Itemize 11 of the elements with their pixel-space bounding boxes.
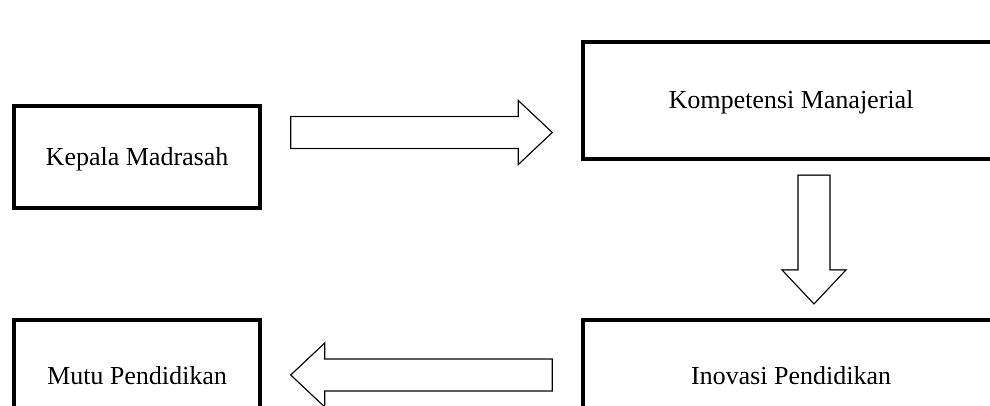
box-label: Kepala Madrasah: [46, 140, 228, 173]
process-box: [581, 318, 990, 406]
process-box: [12, 318, 262, 406]
box-label: Kompetensi Manajerial: [668, 84, 914, 116]
process-box: [12, 104, 262, 210]
block-arrow: [290, 342, 553, 406]
process-box: [581, 40, 990, 161]
block-arrow: [290, 99, 554, 166]
box-label: Inovasi Pendidikan: [690, 360, 892, 392]
box-label: Mutu Pendidikan: [47, 360, 227, 392]
block-arrow: [780, 174, 848, 305]
